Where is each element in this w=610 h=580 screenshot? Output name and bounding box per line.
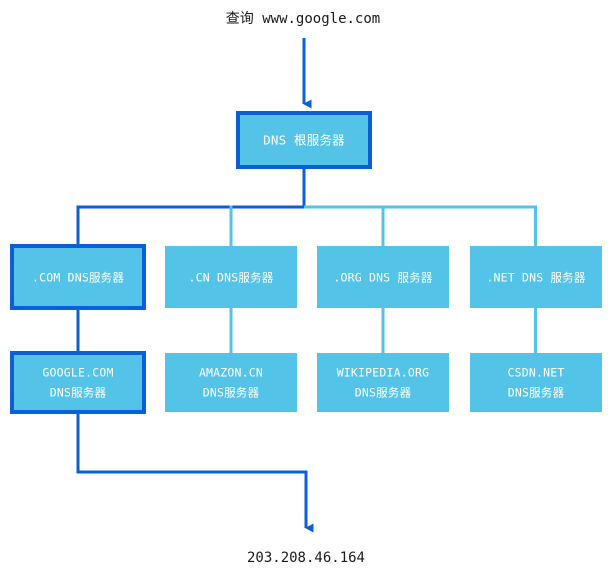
node-tld-com[interactable]: .COM DNS服务器 [10,244,146,310]
node-auth-google[interactable]: GOOGLE.COM DNS服务器 [10,351,146,414]
node-tld-com-label: .COM DNS服务器 [32,271,124,285]
node-auth-wikipedia-box [317,353,449,412]
node-auth-google-label-line1: GOOGLE.COM [42,366,113,380]
node-tld-net-box [470,246,602,308]
node-tld-cn[interactable]: .CN DNS服务器 [165,246,297,308]
node-tld-net-label: .NET DNS 服务器 [486,271,586,285]
node-tld-org-label: .ORG DNS 服务器 [333,271,433,285]
node-auth-wikipedia[interactable]: WIKIPEDIA.ORG DNS服务器 [317,353,449,412]
node-tld-cn-box [165,246,297,308]
node-auth-amazon-label-line2: DNS服务器 [203,386,260,400]
node-auth-wikipedia-label-line2: DNS服务器 [355,386,412,400]
node-auth-csdn-label-line2: DNS服务器 [508,386,565,400]
node-tld-cn-label: .CN DNS服务器 [189,271,274,285]
answer-return-path [76,412,314,533]
node-dns-root-label: DNS 根服务器 [263,133,345,148]
result-ip-label: 203.208.46.164 [247,550,365,566]
node-auth-csdn-label-line1: CSDN.NET [508,366,565,380]
node-auth-google-label-line2: DNS服务器 [50,386,107,400]
node-dns-root[interactable]: DNS 根服务器 [236,111,372,169]
node-tld-org-box [317,246,449,308]
node-tld-org[interactable]: .ORG DNS 服务器 [317,246,449,308]
node-tld-net[interactable]: .NET DNS 服务器 [470,246,602,308]
node-auth-wikipedia-label-line1: WIKIPEDIA.ORG [337,366,430,380]
query-label: 查询 www.google.com [226,11,380,27]
node-auth-amazon[interactable]: AMAZON.CN DNS服务器 [165,353,297,412]
node-auth-csdn-box [470,353,602,412]
node-auth-csdn[interactable]: CSDN.NET DNS服务器 [470,353,602,412]
node-auth-amazon-box [165,353,297,412]
node-auth-google-box [10,351,146,414]
node-auth-amazon-label-line1: AMAZON.CN [199,366,263,380]
